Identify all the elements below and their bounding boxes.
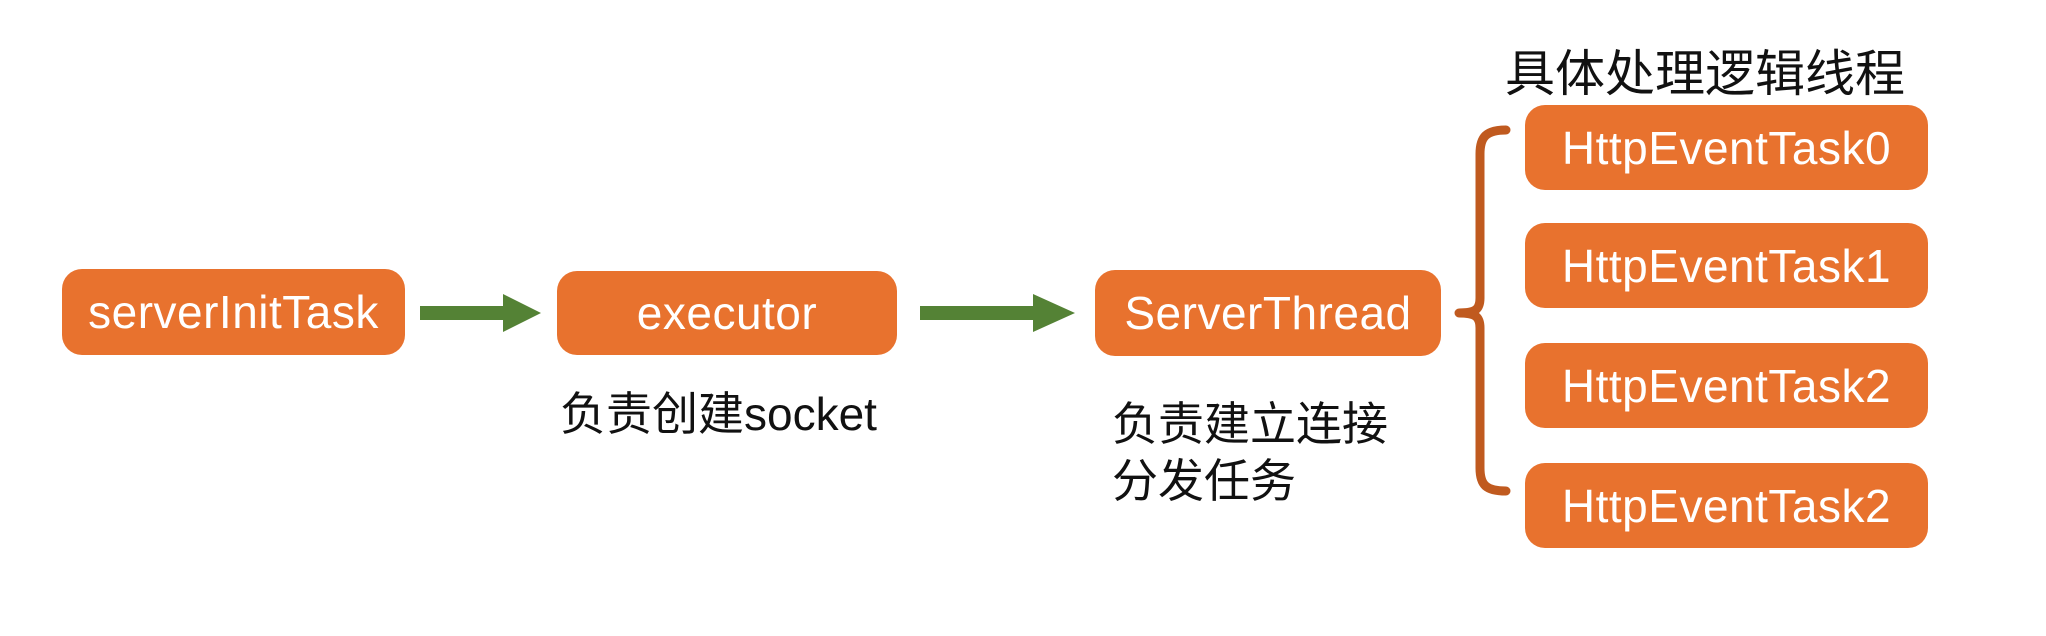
node-http-event-task-3: HttpEventTask2 [1525,463,1928,548]
node-http-event-task-2: HttpEventTask2 [1525,343,1928,428]
node-server-init-task: serverInitTask [62,269,405,355]
node-executor: executor [557,271,897,355]
brace-icon [1454,125,1511,496]
task-group-title: 具体处理逻辑线程 [1505,46,1905,102]
server-thread-caption-line2: 分发任务 [1112,455,1296,507]
executor-caption: 负责创建socket [560,388,877,440]
server-thread-caption-line1: 负责建立连接 [1112,398,1388,450]
node-server-thread: ServerThread [1095,270,1441,356]
server-thread-caption: 负责建立连接 分发任务 [1112,396,1388,510]
node-http-event-task-0: HttpEventTask0 [1525,105,1928,190]
node-http-event-task-1: HttpEventTask1 [1525,223,1928,308]
arrow-right-icon [920,294,1075,332]
arrow-right-icon [420,294,541,332]
